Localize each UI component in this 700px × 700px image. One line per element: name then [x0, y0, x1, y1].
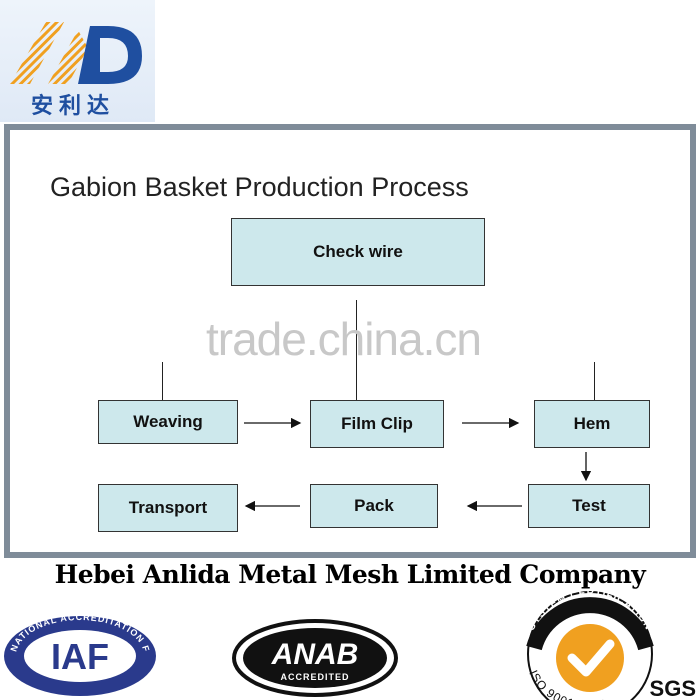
diagram-title: Gabion Basket Production Process — [50, 172, 469, 202]
logo-text: 安利达 — [30, 94, 115, 119]
node-test: Test — [528, 484, 650, 528]
node-check-wire: Check wire — [231, 218, 485, 286]
logo-panel: 安利达 — [0, 0, 155, 122]
connector-check-to-filmclip — [356, 300, 357, 400]
watermark: trade.china.cn — [206, 313, 482, 365]
company-name: Hebei Anlida Metal Mesh Limited Company — [54, 560, 646, 589]
arrows-layer — [244, 417, 592, 512]
connector-weaving-up — [162, 362, 163, 400]
anab-logo-icon: ANAB ACCREDITED — [232, 619, 398, 697]
node-film-clip: Film Clip — [310, 400, 444, 448]
anab-text: ANAB — [271, 638, 359, 671]
node-pack: Pack — [310, 484, 438, 528]
iaf-logo-icon: INTERNATIONAL ACCREDITATION FORUM IAF — [2, 614, 156, 696]
slide-canvas: Gabion Basket Production Process Check w… — [10, 130, 690, 552]
slide-frame: Gabion Basket Production Process Check w… — [4, 124, 696, 558]
sgs-logo-icon: SYSTEM CERTIFICATION ISO 9001:2000 SGS — [526, 588, 696, 700]
node-transport: Transport — [98, 484, 238, 532]
anab-sub-text: ACCREDITED — [280, 672, 349, 682]
company-logo-icon — [10, 22, 142, 84]
iaf-text: IAF — [51, 636, 109, 677]
node-weaving: Weaving — [98, 400, 238, 444]
check-icon — [567, 639, 615, 677]
connector-hem-up — [594, 362, 595, 400]
node-hem: Hem — [534, 400, 650, 448]
sgs-text: SGS — [650, 676, 696, 700]
